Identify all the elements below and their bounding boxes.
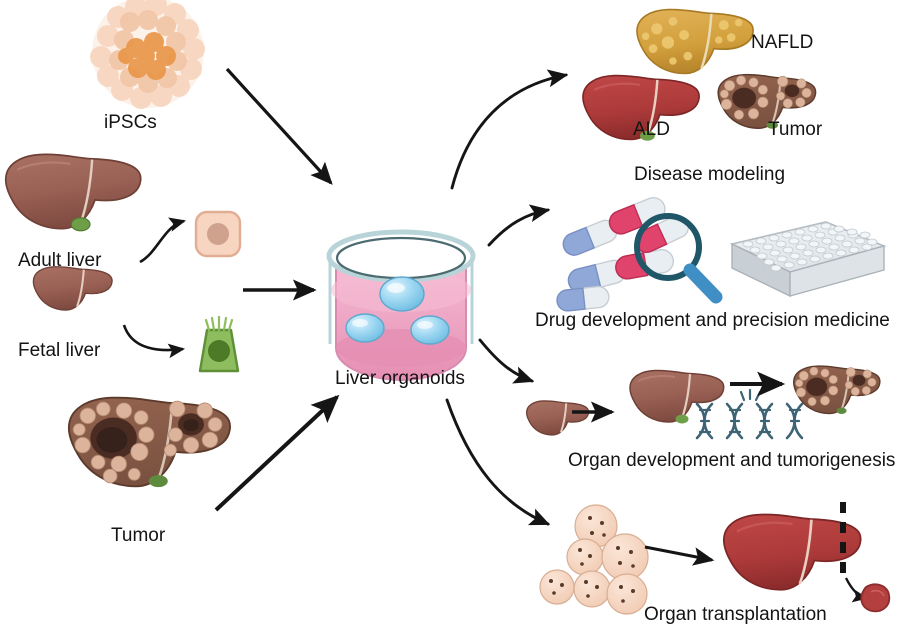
connector-spheroids-to-liver [644, 545, 715, 566]
resected-liver-piece-icon [860, 583, 891, 613]
tumor-liver-icon-input [67, 396, 231, 488]
connector-dish-to-drug-development [487, 204, 551, 247]
liver-icon-grown [629, 369, 725, 424]
label-drug-development: Drug development and precision medicine [535, 310, 890, 331]
microplate-96-well-icon [729, 221, 887, 298]
label-organ-transplantation: Organ transplantation [644, 604, 827, 625]
dna-break-spark [739, 388, 762, 402]
magnifier-icon [634, 213, 723, 304]
progenitor-cell-icon [198, 315, 240, 373]
connector-dish-to-transplantation [445, 398, 551, 526]
label-ipscs: iPSCs [104, 112, 157, 133]
label-ald: ALD [633, 119, 670, 140]
organoid-spheroids-icon [539, 504, 649, 615]
pills-icon [556, 197, 690, 312]
hepatocyte-cell-icon [194, 210, 242, 258]
transplant-liver-icon [722, 513, 862, 591]
connector-fetal-liver-to-progenitor [122, 324, 186, 359]
connector-tumor-to-dish [214, 394, 340, 512]
label-disease-modeling: Disease modeling [634, 164, 786, 185]
liver-small-icon-fetal [32, 266, 113, 311]
label-liver-organoids: Liver organoids [335, 368, 465, 389]
petri-dish-icon [326, 229, 476, 382]
dna-helix-icon [695, 388, 804, 440]
label-tumor-input: Tumor [111, 525, 166, 546]
connector-resected-piece [844, 577, 868, 603]
connector-ipsc-to-dish [225, 67, 333, 185]
liver-small-icon-development [525, 400, 590, 436]
connector-dish-to-organ-development [478, 338, 535, 384]
ipsc-colony-icon [90, 0, 205, 109]
label-nafld: NAFLD [751, 32, 814, 53]
connector-adult-liver-to-hepatocyte [139, 217, 187, 264]
fatty-liver-nafld-icon [636, 8, 754, 75]
label-tumor-disease: Tumor [768, 119, 823, 140]
label-organ-development: Organ development and tumorigenesis [568, 450, 896, 471]
label-adult-liver: Adult liver [18, 250, 102, 271]
liver-icon-adult [4, 153, 142, 232]
connector-dish-to-disease-modeling [450, 69, 569, 190]
label-fetal-liver: Fetal liver [18, 340, 101, 361]
tumor-liver-icon-development [792, 365, 881, 415]
